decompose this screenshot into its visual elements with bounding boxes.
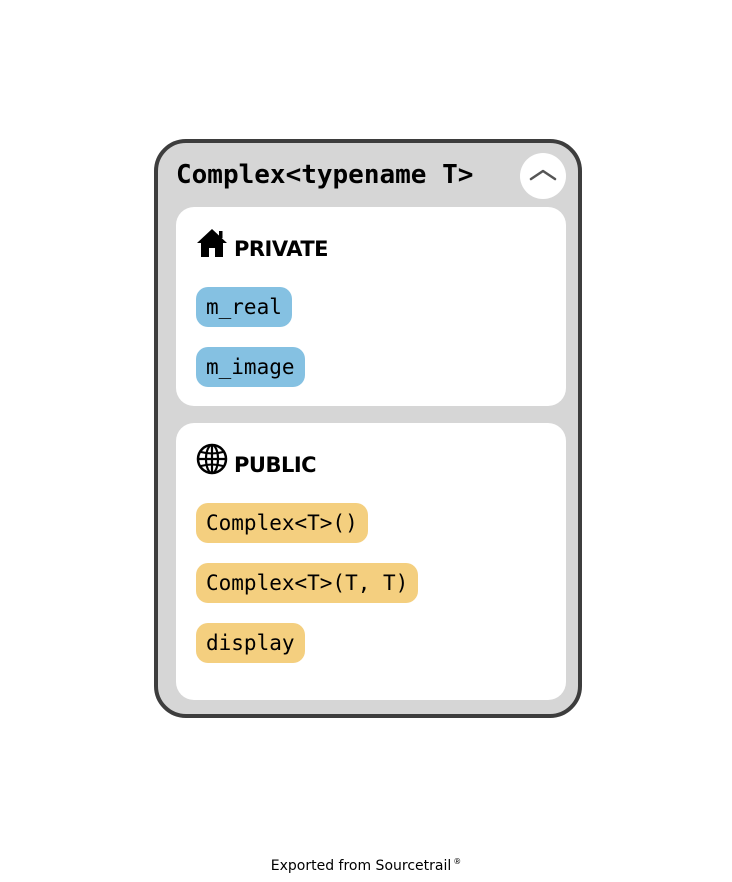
public-section: PUBLIC Complex<T>() Complex<T>(T, T) dis… — [176, 423, 566, 700]
member-constructor-params[interactable]: Complex<T>(T, T) — [196, 563, 419, 603]
registered-mark: ® — [453, 857, 462, 866]
private-section: PRIVATE m_real m_image — [176, 207, 566, 406]
collapse-button[interactable] — [520, 153, 566, 199]
house-icon — [197, 229, 227, 257]
member-constructor-default[interactable]: Complex<T>() — [196, 503, 368, 543]
footer-text: Exported from Sourcetrail — [270, 858, 452, 874]
public-section-label: PUBLIC — [234, 453, 317, 477]
class-node-title: Complex<typename T> — [176, 160, 474, 190]
member-m-real[interactable]: m_real — [196, 287, 292, 327]
chevron-up-icon — [529, 169, 557, 181]
private-section-label: PRIVATE — [234, 237, 329, 261]
globe-icon — [196, 443, 228, 475]
class-node[interactable]: Complex<typename T> PRIVATE m_real m_ima… — [154, 139, 582, 718]
member-display[interactable]: display — [196, 623, 305, 663]
member-m-image[interactable]: m_image — [196, 347, 305, 387]
export-footer: Exported from Sourcetrail® — [0, 852, 732, 876]
